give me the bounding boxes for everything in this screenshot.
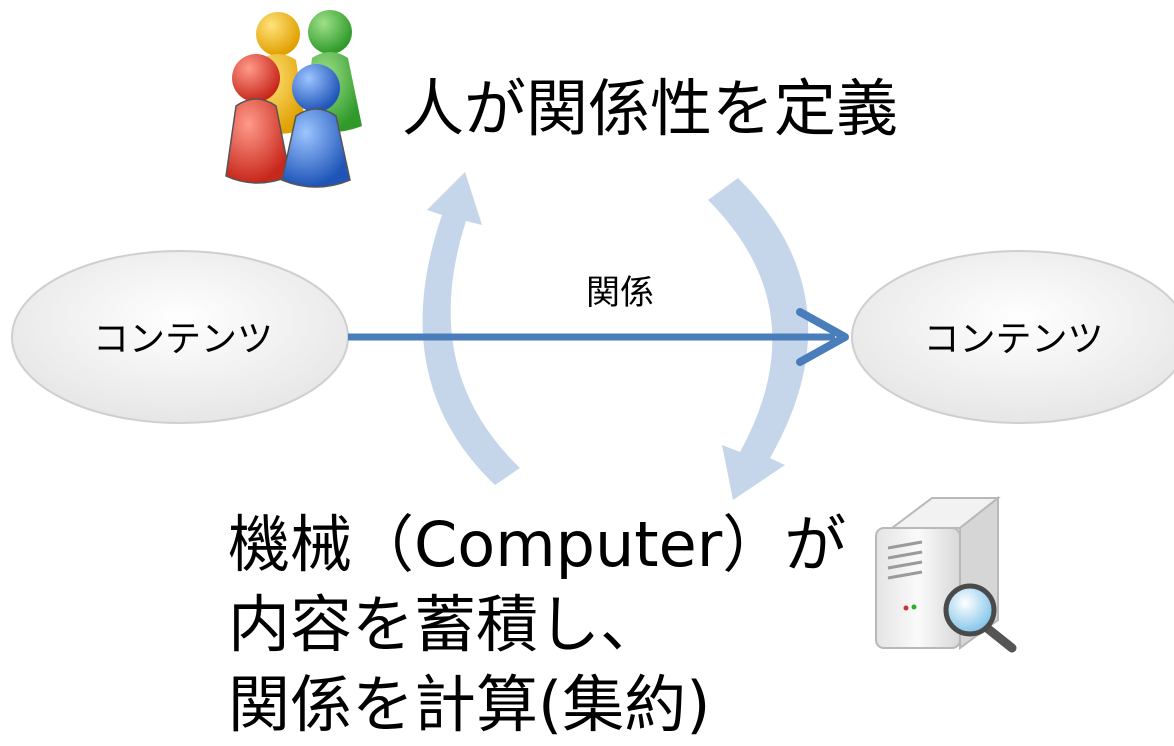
people-figures-icon [225, 10, 362, 188]
cycle-arrows [422, 172, 809, 500]
cycle-arrow-left [422, 172, 520, 485]
content-node-left-label: コンテンツ [92, 319, 273, 360]
content-node-right-shape [851, 250, 1174, 424]
relation-label: 関係 [586, 273, 654, 313]
bottom-caption: 機械（Computer）が 内容を蓄積し、 関係を計算(集約) [228, 505, 846, 745]
content-node-right-label: コンテンツ [923, 319, 1104, 360]
bottom-caption-line-2: 内容を蓄積し、 [228, 588, 663, 661]
server-search-icon [875, 495, 1017, 653]
bottom-caption-line-1: 機械（Computer）が [228, 508, 847, 581]
top-caption: 人が関係性を定義 [402, 72, 899, 145]
bottom-caption-line-3: 関係を計算(集約) [228, 668, 711, 741]
cycle-arrow-right [708, 178, 809, 500]
relation-arrow [348, 308, 849, 366]
